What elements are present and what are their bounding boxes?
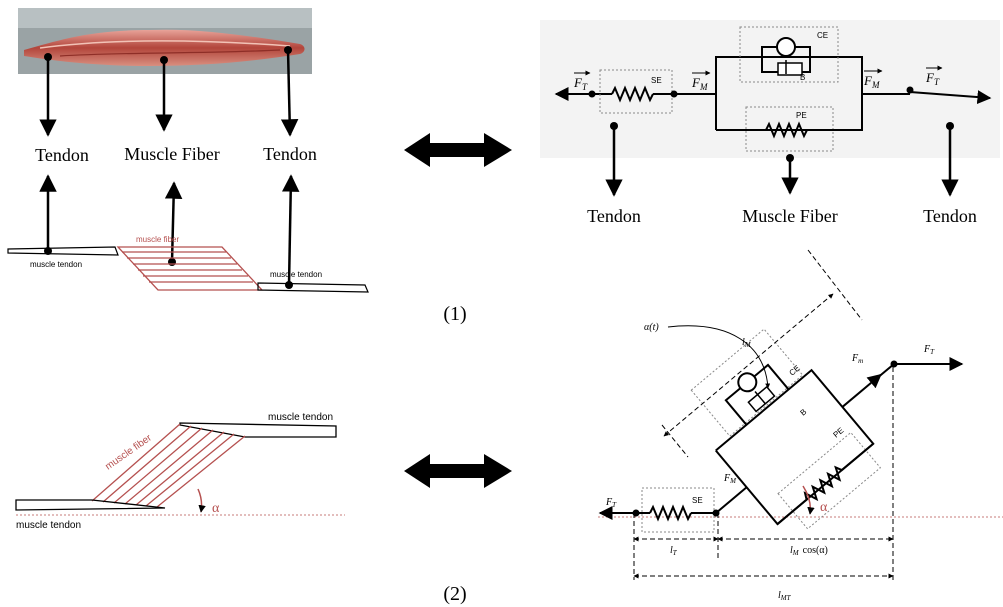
model1-label-tendon-left: Tendon (587, 206, 641, 226)
model-2-schematic: FT SE CE B PE (598, 249, 1003, 602)
force-label-fm-top: Fm (851, 353, 863, 365)
length-label-lt: lT (670, 545, 678, 557)
svg-text:lM: lM (742, 337, 752, 349)
sketch-1: muscle tendon muscle fiber muscle tendon (7, 235, 369, 293)
force-label-fm-right: FM (863, 68, 883, 90)
sketch2-tendon-bottom-label: muscle tendon (16, 520, 81, 531)
svg-text:FT: FT (923, 344, 935, 356)
sketch2-tendon-top-label: muscle tendon (268, 412, 333, 423)
model-1-schematic: SE CE B PE FT FM FM (540, 20, 1000, 158)
force-label-ft-left: FT (573, 70, 591, 92)
model2-angle-arc (802, 485, 815, 515)
label-muscle-fiber: Muscle Fiber (124, 144, 219, 164)
label-tendon-right: Tendon (263, 144, 317, 164)
force-label-ft-right: FT (925, 65, 943, 87)
model1-tendon-left-pointer (605, 122, 623, 197)
model1-label-tendon-right: Tendon (923, 206, 977, 226)
sketch1-fiber-block (116, 246, 264, 291)
sketch2-alpha-label: α (212, 501, 220, 516)
se-spring-2 (649, 504, 692, 522)
pe-spring-1 (716, 121, 862, 139)
length-label-lm: lM (742, 337, 752, 349)
se-box-2 (641, 487, 715, 533)
sketch-2: muscle tendon muscle fiber muscle tendon… (15, 412, 345, 531)
photo-fiber-pointer (155, 56, 173, 132)
svg-text:lMT: lMT (778, 590, 792, 602)
force-label-ft-top: FT (923, 344, 935, 356)
sketch2-angle-arc (197, 488, 206, 513)
b-label-2: B (799, 407, 809, 417)
sketch-fiber-pointer (164, 181, 183, 266)
model1-label-muscle-fiber: Muscle Fiber (742, 206, 837, 226)
photo-tendon-left-pointer (39, 53, 57, 137)
sketch1-fiber-label: muscle fiber (136, 235, 179, 244)
pe-label-1: PE (796, 111, 807, 120)
panel-2-label: (2) (443, 583, 466, 605)
ce-label-1: CE (817, 31, 828, 40)
sketch1-tendon-right-label: muscle tendon (270, 270, 322, 279)
se-spring-1 (611, 85, 654, 103)
svg-text:FT: FT (573, 75, 588, 92)
panel-1-label: (1) (443, 303, 466, 325)
svg-text:FT: FT (605, 497, 617, 509)
model2-alpha-label: α (820, 500, 828, 515)
pe-label-2: PE (832, 426, 846, 440)
ce-label-2: CE (788, 363, 802, 377)
svg-text:FT: FT (925, 70, 940, 87)
force-label-fm-bottom: FM (723, 473, 737, 485)
model1-tendon-right-pointer (941, 122, 959, 197)
double-arrow-1 (404, 133, 512, 167)
sketch-tendon-left-pointer (39, 174, 57, 255)
b-label-1: B (800, 73, 805, 82)
model1-fiber-pointer (781, 154, 799, 195)
svg-text:FM: FM (863, 73, 880, 90)
ce-box-1 (739, 26, 839, 83)
force-label-fm-left: FM (691, 70, 711, 92)
svg-text:FM: FM (723, 473, 737, 485)
se-label-1: SE (651, 76, 662, 85)
svg-text:Fm: Fm (851, 353, 863, 365)
label-tendon-left: Tendon (35, 145, 89, 165)
length-label-lmt: lMT (778, 590, 792, 602)
svg-text:lT: lT (670, 545, 678, 557)
alpha-t-label: α(t) (644, 322, 659, 333)
svg-text:FM: FM (691, 75, 708, 92)
se-label-2: SE (692, 496, 703, 505)
force-label-ft-bottom: FT (605, 497, 617, 509)
sketch1-tendon-left-label: muscle tendon (30, 260, 82, 269)
photo-tendon-right-pointer (280, 46, 299, 137)
double-arrow-2 (404, 454, 512, 488)
sketch2-fiber-block (91, 423, 246, 508)
muscle-photo (18, 8, 312, 74)
